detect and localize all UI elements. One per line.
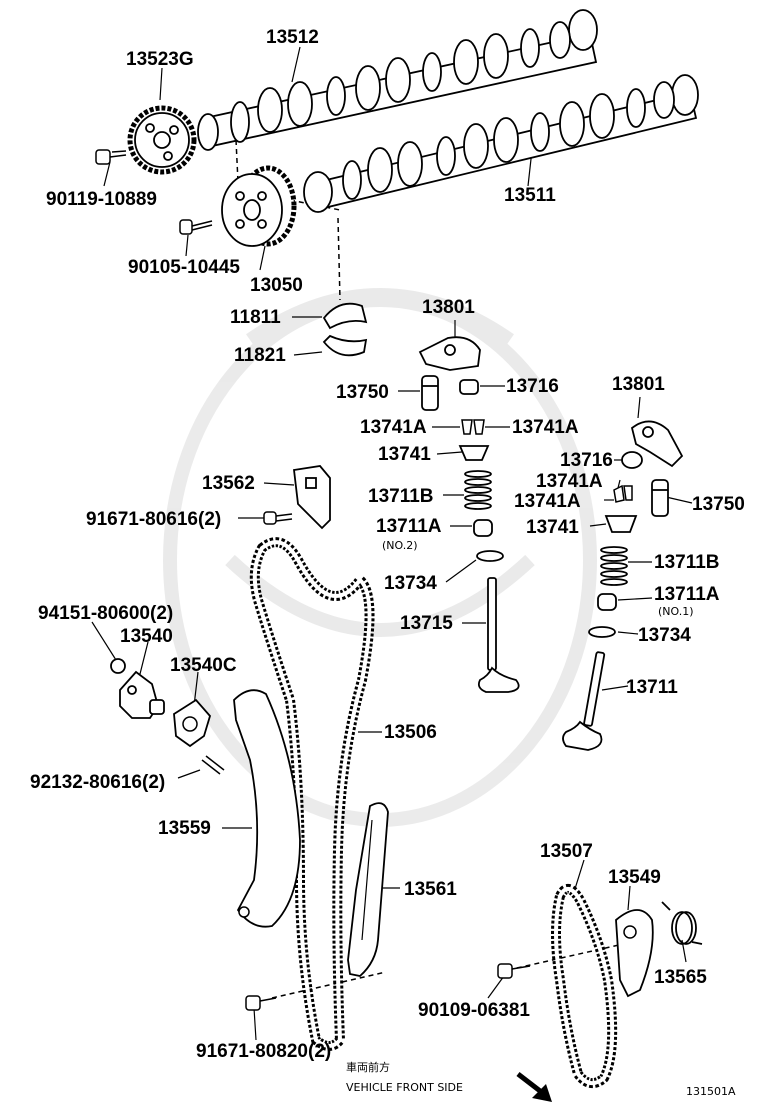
spring-left bbox=[464, 470, 492, 510]
label-rocker-arm-upper: 13801 bbox=[422, 297, 475, 318]
label-retainer-right: 13741 bbox=[526, 517, 579, 538]
watermark-emblem bbox=[163, 288, 597, 827]
label-camshaft-no2: 13512 bbox=[266, 27, 319, 48]
label-seal-right-note: (NO.1) bbox=[658, 605, 694, 618]
label-slipper: 13559 bbox=[158, 818, 211, 839]
lash-adjuster-left bbox=[421, 375, 439, 411]
keepers-left bbox=[461, 419, 485, 435]
rocker-arm-right bbox=[630, 420, 684, 468]
pad-right bbox=[621, 451, 643, 469]
gasket-hole bbox=[182, 716, 198, 732]
label-pad-left: 13716 bbox=[506, 376, 559, 397]
label-bolt-arm: 90109-06381 bbox=[418, 1000, 530, 1021]
label-bolt-sprocket: 90119-10889 bbox=[46, 189, 157, 210]
label-seal-left-note: (NO.2) bbox=[382, 539, 418, 552]
sprocket bbox=[127, 105, 197, 175]
pad-left bbox=[459, 379, 479, 395]
label-seat-right: 13734 bbox=[638, 625, 691, 646]
label-spring-tensioner: 13565 bbox=[654, 967, 707, 988]
label-lash-adjuster-left: 13750 bbox=[336, 382, 389, 403]
label-chain-no2: 13507 bbox=[540, 841, 593, 862]
label-intake-valve: 13711 bbox=[626, 677, 678, 698]
chain-no2-inner bbox=[554, 887, 615, 1086]
label-camshaft-no1: 13511 bbox=[504, 185, 556, 206]
bolt-timing-gear bbox=[179, 219, 213, 235]
label-lash-adjuster-right: 13750 bbox=[692, 494, 745, 515]
direction-note-japanese: 車両前方 bbox=[346, 1061, 390, 1074]
bolt-damper bbox=[245, 995, 277, 1011]
bolt-arm bbox=[497, 963, 531, 979]
damper-groove bbox=[361, 819, 373, 941]
label-sprocket: 13523G bbox=[126, 49, 194, 70]
slipper-pivot bbox=[238, 906, 250, 918]
spring-right bbox=[600, 546, 628, 586]
chain-slipper bbox=[233, 689, 301, 928]
timing-gear-assy bbox=[221, 165, 297, 247]
label-bolt-damper: 91671-80820(2) bbox=[196, 1041, 332, 1062]
seal-right bbox=[597, 593, 617, 611]
label-bearing-lower: 11821 bbox=[234, 345, 286, 366]
label-pad-right: 13716 bbox=[560, 450, 613, 471]
keepers-right bbox=[613, 484, 633, 503]
camshaft-upper bbox=[197, 9, 598, 151]
label-timing-gear-assy: 13050 bbox=[250, 275, 303, 296]
bolt-bracket bbox=[263, 511, 293, 525]
bolt-sprocket bbox=[95, 149, 127, 165]
chain-no2 bbox=[551, 884, 618, 1089]
label-keeper-left-a: 13741A bbox=[360, 417, 427, 438]
label-bolt-bracket: 91671-80616(2) bbox=[86, 509, 222, 530]
label-vibration-damper: 13561 bbox=[404, 879, 457, 900]
retainer-right bbox=[604, 515, 638, 533]
lash-adjuster-right bbox=[651, 479, 669, 517]
label-seal-right: 13711A bbox=[654, 584, 720, 605]
label-damper-bracket: 13562 bbox=[202, 473, 255, 494]
label-gasket: 13540C bbox=[170, 655, 237, 676]
label-seal-left: 13711A bbox=[376, 516, 442, 537]
label-rocker-arm-right: 13801 bbox=[612, 374, 665, 395]
label-keeper-right-b: 13741A bbox=[514, 491, 581, 512]
label-bolt-timing-gear: 90105-10445 bbox=[128, 257, 240, 278]
label-bearing-upper: 11811 bbox=[230, 307, 281, 328]
nut-tensioner bbox=[110, 658, 126, 674]
arrow-down-right-icon bbox=[516, 1072, 552, 1102]
label-retainer-left: 13741 bbox=[378, 444, 431, 465]
seal-left bbox=[473, 519, 493, 537]
seat-right bbox=[588, 626, 616, 638]
bearing-caps bbox=[322, 302, 368, 357]
arm-pivot bbox=[623, 925, 637, 939]
direction-note-english: VEHICLE FRONT SIDE bbox=[346, 1081, 463, 1094]
intake-valve bbox=[562, 651, 606, 751]
label-exhaust-valve: 13715 bbox=[400, 613, 453, 634]
stud bbox=[201, 755, 225, 775]
label-chain-sub-assy: 13506 bbox=[384, 722, 437, 743]
timing-chain-inner bbox=[252, 540, 372, 1048]
chain-tensioner bbox=[119, 670, 165, 719]
label-spring-right: 13711B bbox=[654, 552, 720, 573]
exhaust-valve bbox=[477, 577, 520, 693]
label-keeper-left-b: 13741A bbox=[512, 417, 579, 438]
rocker-arm-left bbox=[418, 336, 481, 371]
label-tensioner: 13540 bbox=[120, 626, 173, 647]
tensioner-spring bbox=[661, 901, 703, 945]
camshaft-lower bbox=[303, 74, 699, 213]
vibration-damper bbox=[347, 802, 389, 977]
label-tensioner-arm: 13549 bbox=[608, 867, 661, 888]
label-seat-left: 13734 bbox=[384, 573, 437, 594]
tensioner-arm bbox=[615, 909, 654, 998]
label-nut-tensioner: 94151-80600(2) bbox=[38, 603, 174, 624]
label-stud: 92132-80616(2) bbox=[30, 772, 166, 793]
label-keeper-right-a: 13741A bbox=[536, 471, 603, 492]
diagram-id: 131501A bbox=[686, 1085, 736, 1098]
damper-bracket bbox=[293, 465, 331, 530]
label-spring-left: 13711B bbox=[368, 486, 434, 507]
retainer-left bbox=[458, 445, 490, 461]
seat-left bbox=[476, 550, 504, 562]
